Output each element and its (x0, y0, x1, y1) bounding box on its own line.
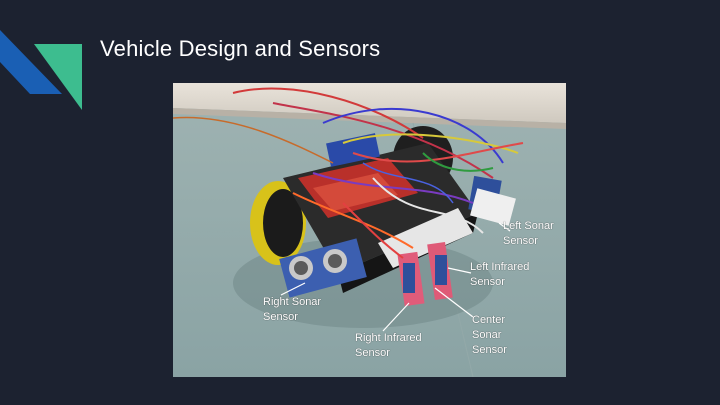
label-line: Sensor (470, 276, 505, 288)
corner-accent-shape (0, 30, 82, 110)
label-right-infrared-sensor: Right Infrared Sensor (355, 331, 422, 361)
label-line: Right Sonar (263, 296, 322, 308)
vehicle-photo: Left Sonar Sensor Left Infrared Sensor R… (173, 83, 566, 377)
label-line: Right Infrared (355, 332, 422, 344)
label-left-infrared-sensor: Left Infrared Sensor (470, 260, 529, 290)
label-line: Sonar (472, 329, 502, 341)
label-line: Sensor (263, 311, 298, 323)
label-line: Left Infrared (470, 261, 530, 273)
label-right-sonar-sensor: Right Sonar Sensor (263, 295, 321, 325)
label-line: Left Sonar (503, 220, 554, 232)
label-center-sonar-sensor: Center Sonar Sensor (472, 313, 507, 358)
slide-title: Vehicle Design and Sensors (100, 36, 381, 61)
label-line: Center (472, 314, 506, 326)
label-line: Sensor (472, 344, 507, 356)
label-line: Sensor (503, 235, 538, 247)
label-left-sonar-sensor: Left Sonar Sensor (503, 219, 554, 249)
label-line: Sensor (355, 347, 390, 359)
